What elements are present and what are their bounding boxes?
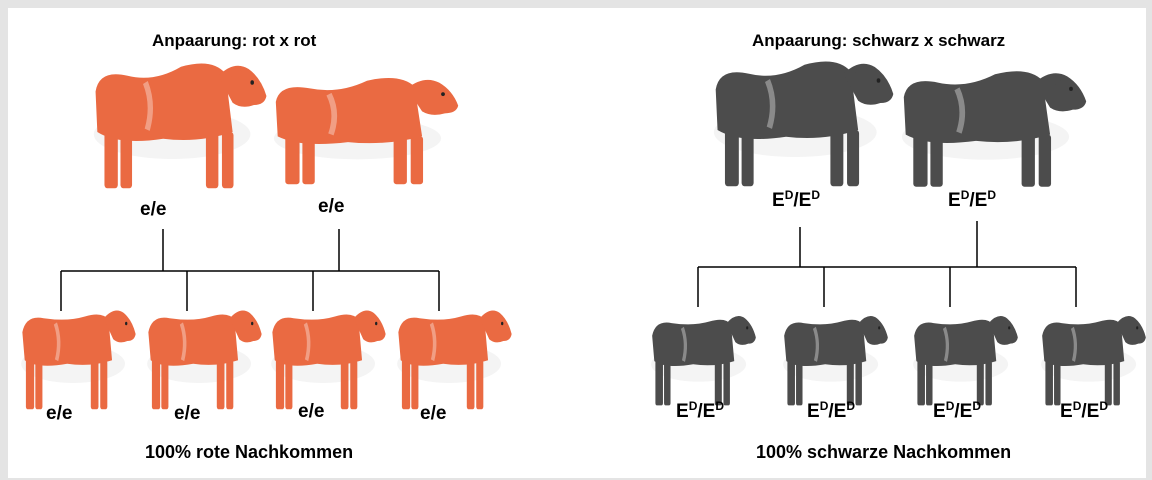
right-parent-2-genotype: ED/ED [948, 190, 996, 212]
left-calf-2 [146, 306, 264, 411]
right-offspring-3-genotype: ED/ED [933, 401, 981, 423]
left-parent-1-cattle [92, 60, 270, 195]
left-offspring-2-genotype: e/e [174, 403, 200, 425]
right-result: 100% schwarze Nachkommen [756, 442, 1011, 463]
left-parent-2-cattle [272, 75, 462, 190]
left-offspring-3-genotype: e/e [298, 401, 324, 423]
right-calf-1 [650, 312, 758, 407]
right-title: Anpaarung: schwarz x schwarz [752, 31, 1005, 51]
left-offspring-4-genotype: e/e [420, 403, 446, 425]
left-calf-4 [396, 306, 514, 411]
right-parent-1-genotype: ED/ED [772, 190, 820, 212]
left-title: Anpaarung: rot x rot [152, 31, 316, 51]
left-parent-1-genotype: e/e [140, 199, 166, 221]
right-parent-2-cattle [900, 68, 1090, 193]
left-calf-1 [20, 306, 138, 411]
right-offspring-2-genotype: ED/ED [807, 401, 855, 423]
right-calf-3 [912, 312, 1020, 407]
left-offspring-1-genotype: e/e [46, 403, 72, 425]
left-result: 100% rote Nachkommen [145, 442, 353, 463]
right-calf-4 [1040, 312, 1148, 407]
right-parent-1-cattle [712, 58, 897, 193]
right-calf-2 [782, 312, 890, 407]
left-calf-3 [270, 306, 388, 411]
left-parent-2-genotype: e/e [318, 196, 344, 218]
right-offspring-1-genotype: ED/ED [676, 401, 724, 423]
right-offspring-4-genotype: ED/ED [1060, 401, 1108, 423]
